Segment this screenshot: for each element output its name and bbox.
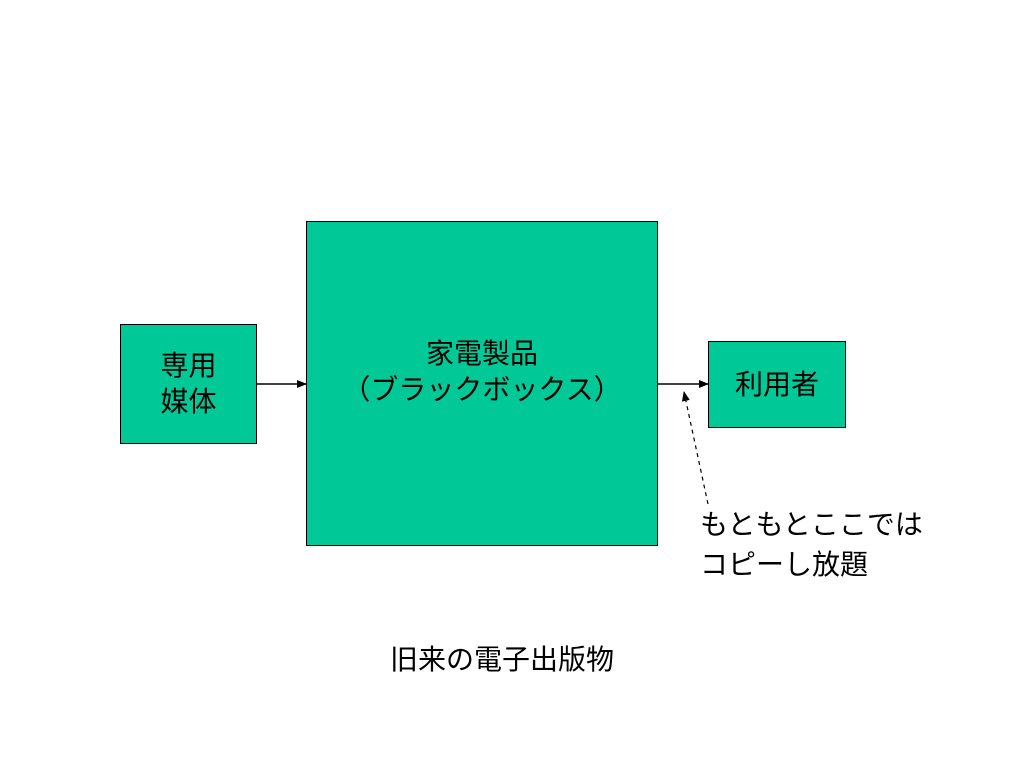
node-product-label: 家電製品 （ブラックボックス） (342, 336, 621, 408)
annotation-note: もともとここでは コピーし放題 (700, 505, 923, 585)
node-media-line-1: 専用 (160, 349, 217, 382)
node-product: 家電製品 （ブラックボックス） (306, 221, 658, 546)
diagram-caption: 旧来の電子出版物 (390, 643, 615, 676)
node-user: 利用者 (708, 341, 846, 428)
node-media-line-2: 媒体 (160, 385, 217, 418)
node-product-line-2: （ブラックボックス） (342, 372, 622, 406)
node-product-line-1: 家電製品 (425, 336, 538, 370)
annotation-note-line-2: コピーし放題 (700, 548, 869, 581)
node-media: 専用 媒体 (120, 324, 257, 444)
edge-note-pointer (681, 391, 709, 505)
annotation-note-line-1: もともとここでは (700, 508, 923, 541)
node-user-label: 利用者 (735, 367, 819, 403)
node-media-label: 専用 媒体 (160, 348, 216, 420)
node-user-line-1: 利用者 (734, 367, 819, 401)
